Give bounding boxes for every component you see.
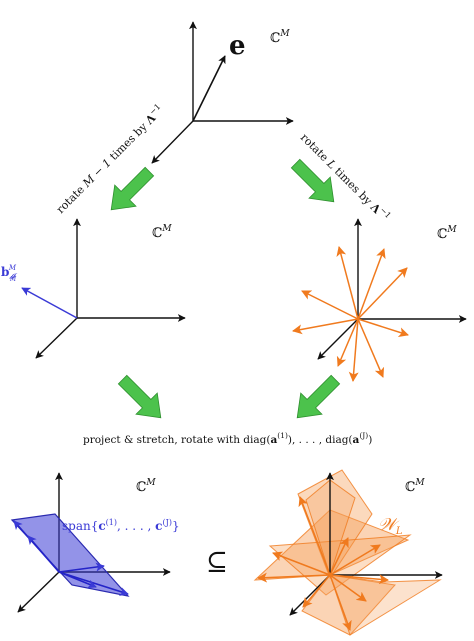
vector-e-label: e bbox=[229, 31, 246, 61]
sub-vector-7 bbox=[272, 551, 331, 576]
bottom-right-coordinate-system: 𝒲L ℂM bbox=[253, 469, 443, 636]
bottom-left-axis-diagonal bbox=[17, 571, 60, 613]
star-vector-2 bbox=[357, 248, 386, 320]
green-arrow-lower-left bbox=[117, 374, 162, 419]
space-label-mid-left: ℂM bbox=[152, 224, 172, 241]
star-vector-7 bbox=[336, 318, 359, 367]
star-vector-8 bbox=[357, 318, 385, 378]
rotate-left-label: rotate M − 1 times by Λ−1 bbox=[53, 102, 167, 216]
sub-vector-6 bbox=[329, 574, 389, 585]
sub-vector-2 bbox=[298, 496, 331, 576]
star-vector-1 bbox=[336, 246, 359, 320]
space-label-mid-right: ℂM bbox=[437, 225, 457, 242]
bottom-right-axis-diagonal bbox=[289, 574, 331, 616]
top-axis-diagonal bbox=[151, 120, 194, 164]
span-vector-5 bbox=[58, 571, 97, 589]
orange-star-vectors bbox=[292, 246, 409, 382]
span-vector-3 bbox=[58, 562, 105, 573]
space-label-top: ℂM bbox=[270, 29, 290, 46]
subseteq-symbol: ⊆ bbox=[206, 547, 228, 577]
green-arrow-lower-right bbox=[296, 374, 341, 419]
sub-vector-3 bbox=[329, 544, 381, 576]
star-vector-3 bbox=[357, 267, 408, 320]
sub-vector-4 bbox=[329, 537, 349, 576]
space-label-bottom-left: ℂM bbox=[136, 478, 156, 495]
green-arrow-upper-left bbox=[110, 166, 155, 211]
orange-subspace-vectors bbox=[257, 496, 389, 631]
span-vectors bbox=[13, 520, 129, 596]
orange-planes bbox=[253, 469, 442, 636]
vector-b-arrow bbox=[21, 287, 78, 319]
span-label: span{c(1), . . . , c(J)} bbox=[62, 518, 180, 533]
project-caption: project & stretch, rotate with diag(a(1)… bbox=[83, 431, 372, 446]
star-vector-4 bbox=[301, 290, 359, 320]
mid-right-coordinate-system: ℂM bbox=[292, 218, 467, 382]
span-vector-2 bbox=[27, 535, 60, 573]
sub-vector-9 bbox=[329, 574, 367, 602]
top-coordinate-system: e ℂM bbox=[151, 21, 294, 164]
vector-e-arrow bbox=[192, 55, 226, 122]
green-arrow-upper-right bbox=[290, 158, 335, 203]
sub-vector-8 bbox=[329, 574, 352, 631]
mid-right-axis-diagonal bbox=[317, 318, 359, 360]
orange-plane-5 bbox=[329, 574, 442, 636]
space-label-bottom-right: ℂM bbox=[405, 478, 425, 495]
mid-left-axis-diagonal bbox=[35, 317, 78, 359]
sub-vector-1 bbox=[257, 572, 331, 583]
star-vector-9 bbox=[348, 318, 359, 382]
star-vector-5 bbox=[292, 318, 359, 335]
star-vector-6 bbox=[357, 318, 409, 338]
sub-vector-5 bbox=[302, 574, 331, 608]
wl-label: 𝒲L bbox=[378, 515, 403, 537]
bottom-left-coordinate-system: span{c(1), . . . , c(J)} ℂM bbox=[10, 472, 180, 613]
